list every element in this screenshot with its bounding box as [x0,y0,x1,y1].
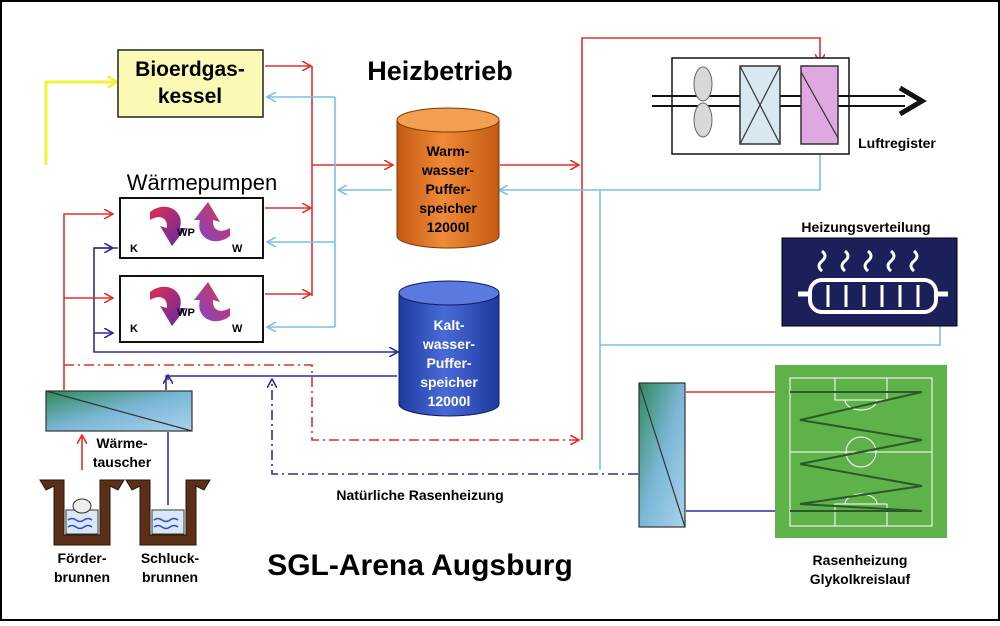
feed-well-label-1: Förder- [58,550,107,566]
heating-distribution-label: Heizungsverteilung [801,219,930,235]
natural-heating-label: Natürliche Rasenheizung [336,487,503,503]
cold-water-tank: Kalt- wasser- Puffer- speicher 12000l [398,280,500,417]
field-heat-exchanger [638,382,686,528]
heating-distribution-return [600,325,941,346]
heatpumps-heading: Wärmepumpen [127,170,277,195]
wp-arrow-icon [194,202,230,242]
heat-exchanger-wells: Wärme- tauscher [45,390,193,470]
cold-tank-line-3: Puffer- [426,355,471,371]
heating-distribution: Heizungsverteilung [781,219,958,327]
air-register: Luftregister [652,57,936,155]
cold-tank-line-1: Kalt- [433,317,464,333]
return-well: Schluck- brunnen [125,479,211,585]
feed-well: Förder- brunnen [39,479,125,585]
return-well-label-2: brunnen [142,569,198,585]
radiator-icon [798,249,948,314]
arena-title: SGL-Arena Augsburg [267,549,573,582]
hx-to-wp1 [63,214,112,390]
k-label: K [130,323,138,335]
feed-well-label-2: brunnen [54,569,110,585]
cold-tank-line-5: 12000l [428,393,471,409]
filter-icon [739,65,781,145]
natural-heating-return [272,380,638,475]
air-register-return [500,150,821,190]
boiler-label-1: Bioerdgas- [135,58,245,81]
warm-tank-line-5: 12000l [427,219,470,235]
warm-tank-line-3: Puffer- [425,181,470,197]
warm-water-tank: Warm- wasser- Puffer- speicher 12000l [396,107,500,249]
heat-exchanger-label-2: tauscher [93,454,152,470]
heatpump-unit-2: WP K W [119,275,264,343]
heatpump-unit-1: WP K W [119,197,264,259]
air-register-label: Luftregister [858,135,936,151]
pitch-label-1: Rasenheizung [813,552,908,568]
return-well-label-1: Schluck- [141,550,200,566]
cold-tank-line-2: wasser- [422,336,475,352]
diagram-title: Heizbetrieb [367,56,513,86]
wp-arrow-icon [194,282,230,322]
cold-tank-line-4: speicher [420,374,478,390]
warm-tank-line-4: speicher [419,200,477,216]
heating-coil-icon [800,65,839,145]
fan-icon [693,66,713,138]
w-label: W [232,323,243,335]
warm-tank-line-1: Warm- [426,143,469,159]
glycol-loop [790,391,923,512]
wp-label: WP [177,307,195,319]
gas-feed-line [44,82,116,165]
warm-tank-line-2: wasser- [421,162,474,178]
pump-icon [72,498,92,514]
cold-tank-to-hx [165,375,397,390]
pitch-label-2: Glykolkreislauf [810,571,911,587]
w-label: W [232,243,243,255]
wp-label: WP [177,227,195,239]
boiler: Bioerdgas- kessel [117,49,264,118]
hot-riser-to-air-register [581,37,820,440]
turf-pitch: Rasenheizung Glykolkreislauf [775,365,947,587]
natural-heating-supply [64,364,578,440]
k-label: K [130,243,138,255]
airflow-arrow-icon [898,85,927,117]
wp-arrow-icon [150,286,186,326]
boiler-label-2: kessel [158,85,222,108]
pipe-network [44,37,941,512]
wp-arrow-icon [150,206,186,246]
heat-exchanger-label-1: Wärme- [96,435,148,451]
